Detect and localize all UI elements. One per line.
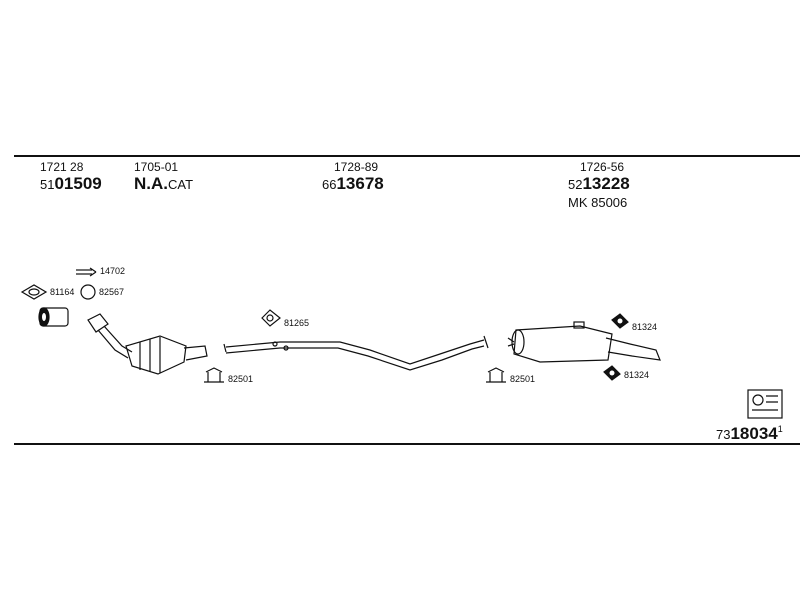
ref-middle-pipe-number: 1728-89 [334,160,379,174]
footer-sup: 1 [777,424,783,434]
mount-81324-top-icon [611,313,629,329]
ref-rear-silencer-extra: MK 85006 [568,195,628,210]
label-14702: 14702 [100,266,126,276]
label-82567: 82567 [99,287,125,297]
rear-silencer-icon [507,321,661,363]
ref-rear-silencer-code: 13228 [582,174,630,193]
ref-front-pipe-prefix: 51 [40,177,55,192]
middle-pipe-icon [223,335,489,371]
clamp-14702-icon [76,267,97,277]
mount-81324-bottom-icon [603,365,621,381]
ref-front-pipe-code: 01509 [54,174,102,193]
ref-catalyst-suffix: CAT [168,177,194,192]
ref-front-pipe: 1721 28 5101509 [40,160,102,195]
label-81324-bottom: 81324 [624,370,650,380]
ref-front-pipe-number: 1721 28 [40,160,84,174]
label-81265: 81265 [284,318,310,328]
footer-prefix: 73 [716,427,731,442]
ref-catalyst-number: 1705-01 [134,160,179,174]
ref-middle-pipe-prefix: 66 [322,177,337,192]
footer-kit-code: 73180341 [716,424,783,444]
info-box-icon [747,389,783,419]
ref-catalyst: 1705-01 N.A.CAT [134,160,193,195]
ref-rear-silencer-number: 1726-56 [580,160,625,174]
top-rule [14,155,800,157]
ref-middle-pipe: 1728-89 6613678 [322,160,384,195]
ref-rear-silencer-prefix: 52 [568,177,583,192]
label-81164: 81164 [50,287,75,297]
gasket-81265-icon [261,309,281,327]
clamp-82501-right-icon [486,367,506,383]
ref-catalyst-code: N.A. [134,174,168,193]
sleeve-icon [38,307,69,327]
clamp-82501-left-icon [204,367,224,383]
ref-middle-pipe-code: 13678 [336,174,384,193]
ref-rear-silencer: 1726-56 5213228 MK 85006 [568,160,630,211]
ring-82567-icon [80,284,96,300]
label-82501-left: 82501 [228,374,254,384]
gasket-81164-icon [20,284,48,300]
footer-code: 18034 [730,424,778,443]
label-82501-right: 82501 [510,374,536,384]
bottom-rule [14,443,800,445]
label-81324-top: 81324 [632,322,658,332]
catalyst-assembly-icon [87,313,208,375]
